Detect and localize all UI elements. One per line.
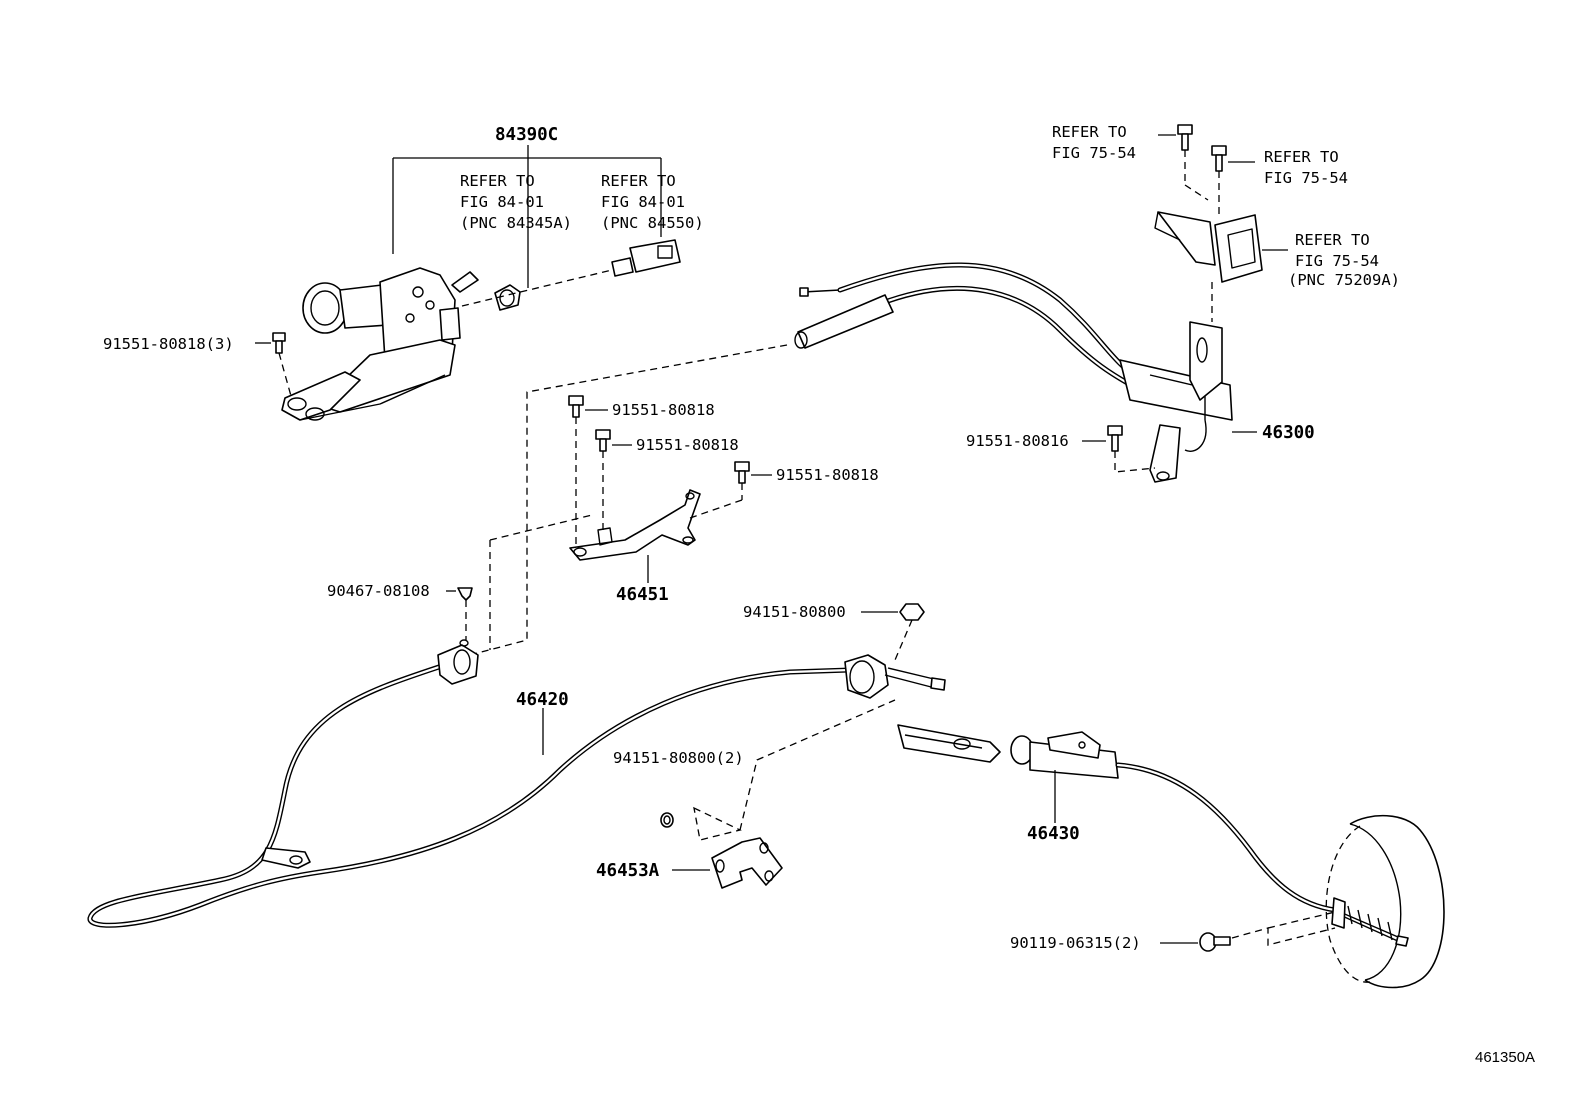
- part-number-90467-08108: 90467-08108: [327, 582, 430, 600]
- refer-a-line2: FIG 84-01: [460, 193, 544, 211]
- cable-46300: [794, 262, 1233, 483]
- cable-46430: [897, 724, 1338, 913]
- nut-icon: [660, 812, 674, 828]
- refer-c-line2: FIG 75-54: [1052, 144, 1136, 162]
- bolt-icon: [568, 395, 584, 548]
- dashed-bracket-link: [489, 514, 593, 650]
- brake-drum: [1325, 814, 1445, 989]
- dashed-nut-line: [693, 806, 742, 841]
- part-number-91551-80818-a: 91551-80818: [612, 401, 715, 419]
- refer-b-line3: (PNC 84550): [601, 214, 704, 232]
- part-number-91551-80818-b: 91551-80818: [636, 436, 739, 454]
- part-number-94151-80800-2: 94151-80800(2): [613, 749, 744, 767]
- dashed-cable-link: [469, 344, 788, 656]
- bolt-icon: [595, 429, 611, 530]
- diagram-id: 461350A: [1475, 1049, 1535, 1066]
- part-number-90119-06315-2: 90119-06315(2): [1010, 934, 1141, 952]
- bolt-icon: [1177, 124, 1209, 201]
- bracket-46453a: [711, 837, 783, 889]
- dashed-bracket-46453a: [739, 699, 896, 831]
- refer-a-line1: REFER TO: [460, 172, 535, 190]
- refer-c-line1: REFER TO: [1052, 123, 1127, 141]
- part-number-46453a: 46453A: [596, 861, 660, 881]
- part-number-94151-80800: 94151-80800: [743, 603, 846, 621]
- part-number-91551-80818-3: 91551-80818(3): [103, 335, 234, 353]
- dashed-switch-line: [461, 269, 613, 307]
- stop-lamp-switch-icon: [611, 239, 681, 277]
- refer-e-line2: FIG 75-54: [1295, 252, 1379, 270]
- refer-b-line1: REFER TO: [601, 172, 676, 190]
- refer-d-line1: REFER TO: [1264, 148, 1339, 166]
- refer-a-line3: (PNC 84345A): [460, 214, 572, 232]
- part-number-91551-80816: 91551-80816: [966, 432, 1069, 450]
- cable-46420: [87, 639, 946, 928]
- nut-icon: [894, 603, 925, 661]
- clip-icon: [457, 587, 473, 640]
- bolt-icon: [272, 332, 292, 397]
- part-number-84390c: 84390C: [495, 125, 558, 145]
- refer-d-line2: FIG 75-54: [1264, 169, 1348, 187]
- bolt-icon: [689, 461, 750, 519]
- switch-icon: [494, 284, 521, 311]
- bracket-75209a: [1154, 211, 1263, 283]
- bolt-icon: [1107, 425, 1156, 473]
- bolt-icon: [1211, 145, 1227, 218]
- leader-84390c: [392, 145, 662, 288]
- bracket-46451: [569, 489, 701, 561]
- bolt-icon: [1199, 911, 1336, 952]
- part-number-46420: 46420: [516, 690, 569, 710]
- refer-b-line2: FIG 84-01: [601, 193, 685, 211]
- part-number-46300: 46300: [1262, 423, 1315, 443]
- part-number-91551-80818-c: 91551-80818: [776, 466, 879, 484]
- refer-e-line1: REFER TO: [1295, 231, 1370, 249]
- refer-e-line3: (PNC 75209A): [1288, 271, 1400, 289]
- parking-brake-pedal-assembly: [281, 267, 479, 421]
- part-number-46430: 46430: [1027, 824, 1080, 844]
- part-number-46451: 46451: [616, 585, 669, 605]
